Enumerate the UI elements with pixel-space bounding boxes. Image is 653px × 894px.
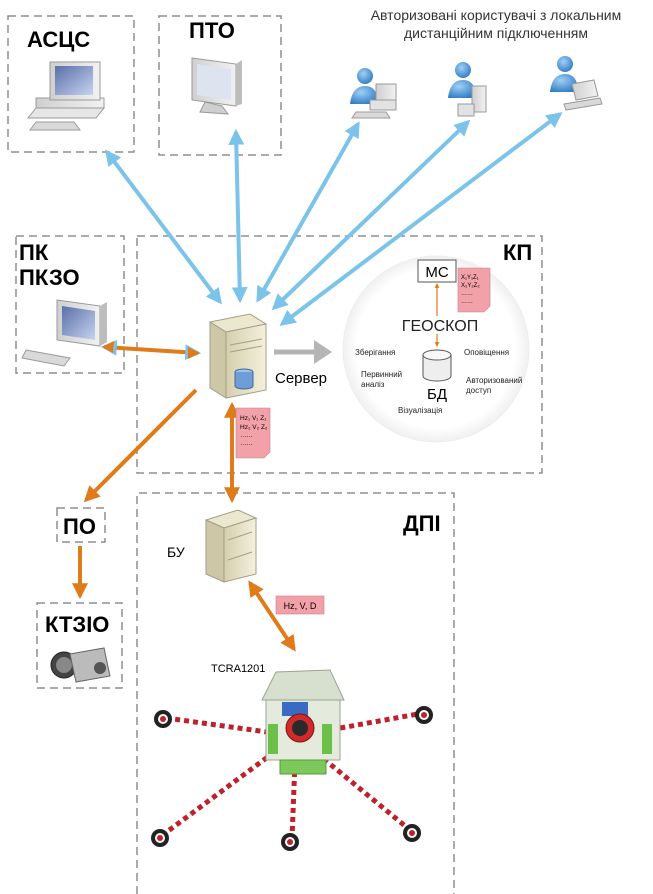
visualization-label: Візуалізація [398, 406, 442, 415]
svg-text:……: …… [240, 432, 253, 439]
storage-label: Зберігання [355, 348, 395, 357]
workstation-icon [21, 299, 107, 367]
arrow-bu-station [248, 580, 296, 652]
authorized-access-line1: Авторизований [466, 376, 522, 385]
desktop-computer-icon [26, 61, 106, 131]
remote-user-icon-3 [550, 56, 603, 111]
dpi-box [136, 492, 455, 894]
users-caption-line1: Авторизовані користувачі з локальним [371, 7, 622, 23]
acsc-box [7, 15, 135, 153]
pkzo-label: ПКЗО [19, 265, 80, 290]
monitor-icon [191, 57, 242, 115]
ms-data-note: X₁Y₁Z₁ X₂Y₂Z₂ …… …… [457, 267, 491, 313]
measure-note [275, 595, 325, 615]
arrowhead-server-left [188, 347, 200, 359]
connection-arrows [72, 112, 563, 652]
database-icon [422, 349, 452, 382]
kp-label: КП [503, 240, 532, 265]
arrow-pto-server [228, 128, 248, 304]
ktzio-label: КТЗІО [45, 612, 109, 637]
prism-icon-3 [151, 829, 169, 847]
authorized-access-line2: доступ [466, 386, 491, 395]
bu-label: БУ [167, 544, 185, 560]
primary-analysis-line2: аналіз [361, 380, 385, 389]
arrowhead-pk [102, 341, 114, 353]
svg-text:X₁Y₁Z₁: X₁Y₁Z₁ [461, 275, 479, 281]
server-label: Сервер [275, 370, 327, 387]
remote-user-icon-1 [350, 68, 397, 119]
users-caption-line2: дистанційним підключенням [404, 25, 588, 41]
svg-text:……: …… [461, 291, 473, 297]
notification-label: Оповіщення [464, 348, 509, 357]
control-unit-icon [204, 509, 258, 583]
server-icon [208, 313, 268, 399]
arrow-pk-server [100, 339, 202, 361]
server-data-note: Hz₁ V₁ Z₁ Hz₂ V₂ Z₂ …… …… [235, 407, 271, 459]
prism-icon-1 [154, 710, 172, 728]
svg-text:Hz₁ V₁ Z₁: Hz₁ V₁ Z₁ [240, 415, 267, 422]
svg-text:……: …… [240, 440, 253, 447]
arrow-user3-server [279, 112, 563, 326]
po-label: ПО [63, 514, 96, 539]
arrow-server-po [83, 388, 198, 503]
svg-text:X₂Y₂Z₂: X₂Y₂Z₂ [461, 283, 480, 289]
total-station-icon [261, 669, 345, 775]
prism-icon-5 [403, 824, 421, 842]
po-box [56, 507, 106, 543]
primary-analysis-line1: Первинний [361, 370, 402, 379]
svg-text:……: …… [461, 299, 473, 305]
radio-device-icon [50, 647, 111, 683]
acsc-label: АСЦС [27, 27, 90, 52]
pto-label: ПТО [189, 18, 235, 43]
ktzio-box [36, 602, 123, 689]
arrow-acsc-server [105, 149, 222, 305]
prism-icon-4 [281, 833, 299, 851]
prism-icon-2 [415, 706, 433, 724]
remote-user-icon-2 [448, 62, 487, 117]
geoskop-label: ГЕОСКОП [402, 318, 478, 335]
dpi-label: ДПІ [403, 511, 441, 536]
bd-label: БД [427, 386, 447, 403]
measure-label: Hz, V, D [284, 601, 317, 611]
svg-text:Hz₂ V₂ Z₂: Hz₂ V₂ Z₂ [240, 424, 268, 431]
pk-label: ПК [19, 240, 49, 265]
ms-box [417, 259, 457, 283]
tcra-label: TCRA1201 [211, 663, 265, 675]
ms-label: МС [425, 264, 448, 281]
